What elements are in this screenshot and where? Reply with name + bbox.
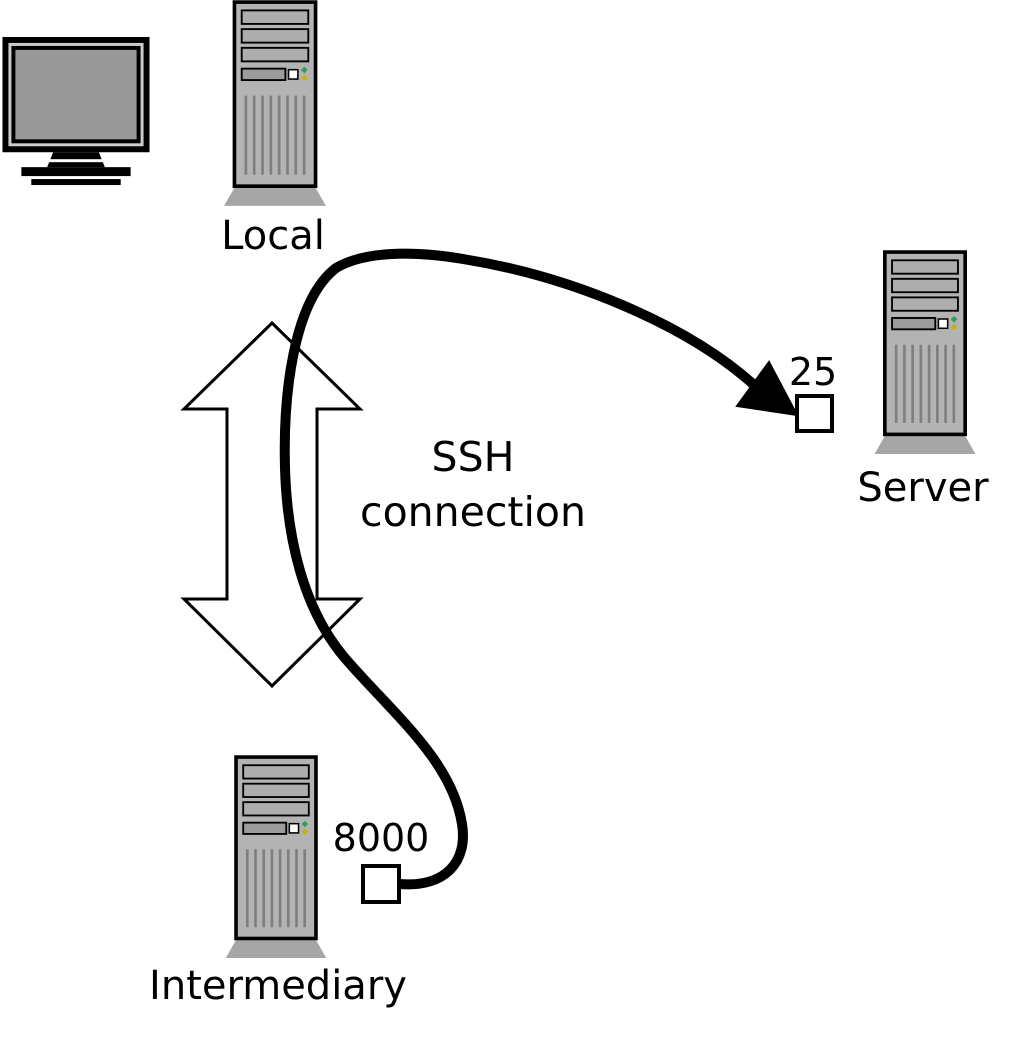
ssh-connection-label: SSH connection bbox=[360, 433, 586, 537]
local-label: Local bbox=[221, 213, 325, 259]
intermediary-computer-icon bbox=[223, 755, 329, 960]
intermediary-label: Intermediary bbox=[149, 963, 407, 1009]
tunnel-curve bbox=[279, 248, 758, 890]
server-port-box bbox=[795, 394, 834, 433]
monitor-icon bbox=[2, 37, 149, 185]
tunnel-arrowhead-icon bbox=[735, 360, 799, 417]
local-computer-icon bbox=[224, 2, 326, 206]
server-port-label: 25 bbox=[788, 350, 838, 394]
server-label: Server bbox=[857, 465, 989, 511]
intermediary-port-label: 8000 bbox=[332, 816, 430, 860]
server-computer-icon bbox=[872, 250, 978, 456]
intermediary-port-box bbox=[361, 864, 401, 904]
ssh-connection-double-arrow bbox=[180, 320, 364, 689]
